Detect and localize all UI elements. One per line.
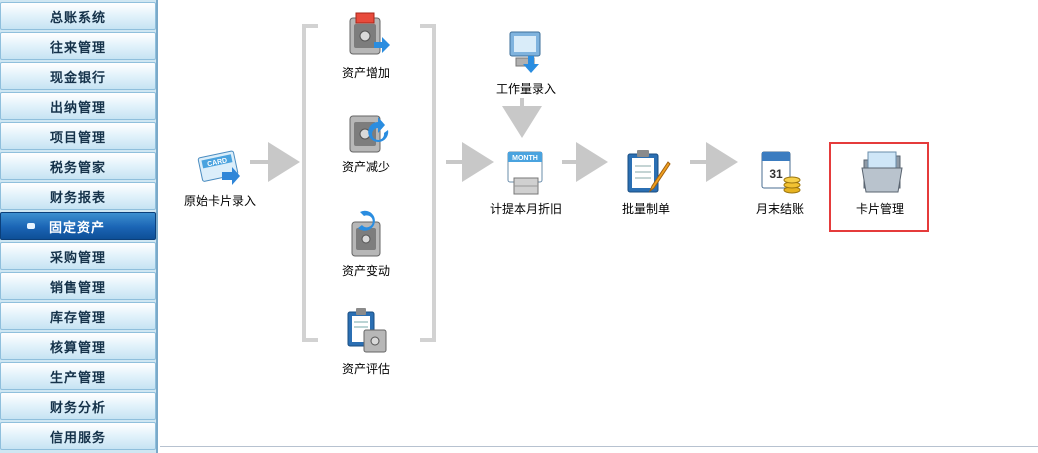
node-depreciation[interactable]: MONTH 计提本月折旧 xyxy=(490,146,562,218)
node-card-entry[interactable]: CARD 原始卡片录入 xyxy=(184,140,256,210)
sidebar-item-label: 固定资产 xyxy=(49,219,106,235)
node-label: 资产减少 xyxy=(341,160,391,174)
node-asset-change[interactable]: 资产变动 xyxy=(336,210,396,280)
sidebar-item-label: 总账系统 xyxy=(49,9,106,25)
node-workload-entry[interactable]: 工作量录入 xyxy=(494,26,557,96)
svg-text:CARD: CARD xyxy=(207,157,228,168)
safe-reduce-icon xyxy=(349,115,389,153)
sidebar-item-purchase[interactable]: 采购管理 xyxy=(0,242,156,270)
sidebar-item-label: 往来管理 xyxy=(49,39,106,55)
sidebar-item-label: 信用服务 xyxy=(49,429,106,445)
sidebar-item-cashier[interactable]: 出纳管理 xyxy=(0,92,156,120)
module-sidebar: 总账系统 往来管理 现金银行 出纳管理 项目管理 税务管家 财务报表 固定资产 … xyxy=(0,0,158,453)
node-month-end[interactable]: 31 月末结账 xyxy=(748,146,808,218)
sidebar-item-label: 库存管理 xyxy=(49,309,106,325)
sidebar-item-analysis[interactable]: 财务分析 xyxy=(0,392,156,420)
bracket-right xyxy=(420,24,436,342)
sidebar-item-production[interactable]: 生产管理 xyxy=(0,362,156,390)
node-label: 卡片管理 xyxy=(855,202,905,216)
sidebar-item-label: 生产管理 xyxy=(49,369,106,385)
node-asset-reduce[interactable]: 资产减少 xyxy=(336,108,396,178)
sidebar-item-label: 项目管理 xyxy=(49,129,106,145)
node-label: 工作量录入 xyxy=(495,82,557,96)
folder-icon xyxy=(861,151,903,193)
sidebar-item-reports[interactable]: 财务报表 xyxy=(0,182,156,210)
selection-highlight xyxy=(829,142,929,232)
node-label: 批量制单 xyxy=(621,202,671,216)
sidebar-item-label: 财务报表 xyxy=(49,189,106,205)
month-calendar-icon: MONTH xyxy=(507,151,543,195)
sidebar-item-project[interactable]: 项目管理 xyxy=(0,122,156,150)
node-label: 原始卡片录入 xyxy=(183,194,257,208)
safe-add-icon xyxy=(349,12,390,55)
node-asset-add[interactable]: 资产增加 xyxy=(336,8,396,80)
node-asset-evaluate[interactable]: 资产评估 xyxy=(336,306,396,376)
sidebar-item-label: 采购管理 xyxy=(49,249,106,265)
sidebar-item-sales[interactable]: 销售管理 xyxy=(0,272,156,300)
sidebar-item-label: 税务管家 xyxy=(49,159,106,175)
calendar-coins-icon: 31 xyxy=(761,151,801,194)
sidebar-item-fixed-assets[interactable]: 固定资产 xyxy=(0,212,156,240)
clipboard-pen-icon xyxy=(627,150,671,193)
svg-text:MONTH: MONTH xyxy=(512,155,538,162)
node-card-manage[interactable]: 卡片管理 xyxy=(848,146,912,218)
bullet-icon xyxy=(27,223,35,229)
node-batch-voucher[interactable]: 批量制单 xyxy=(616,146,676,218)
svg-text:31: 31 xyxy=(769,167,783,181)
sidebar-item-label: 核算管理 xyxy=(49,339,106,355)
clipboard-safe-icon xyxy=(347,308,387,353)
sidebar-item-costing[interactable]: 核算管理 xyxy=(0,332,156,360)
card-icon: CARD xyxy=(197,150,240,185)
node-label: 资产评估 xyxy=(341,362,391,376)
sidebar-item-accounts[interactable]: 往来管理 xyxy=(0,32,156,60)
node-label: 计提本月折旧 xyxy=(489,202,563,216)
canvas-bottom-border xyxy=(160,446,1038,447)
sidebar-item-tax[interactable]: 税务管家 xyxy=(0,152,156,180)
sidebar-item-label: 出纳管理 xyxy=(49,99,106,115)
node-label: 资产变动 xyxy=(341,264,391,278)
sidebar-item-cash-bank[interactable]: 现金银行 xyxy=(0,62,156,90)
monitor-download-icon xyxy=(509,31,541,73)
sidebar-item-credit[interactable]: 信用服务 xyxy=(0,422,156,450)
bracket-left xyxy=(302,24,318,342)
sidebar-item-inventory[interactable]: 库存管理 xyxy=(0,302,156,330)
sidebar-item-general-ledger[interactable]: 总账系统 xyxy=(0,2,156,30)
safe-change-icon xyxy=(351,210,381,257)
sidebar-item-label: 现金银行 xyxy=(49,69,106,85)
node-label: 月末结账 xyxy=(755,202,805,216)
sidebar-item-label: 财务分析 xyxy=(49,399,106,415)
node-label: 资产增加 xyxy=(341,66,391,80)
sidebar-item-label: 销售管理 xyxy=(49,279,106,295)
